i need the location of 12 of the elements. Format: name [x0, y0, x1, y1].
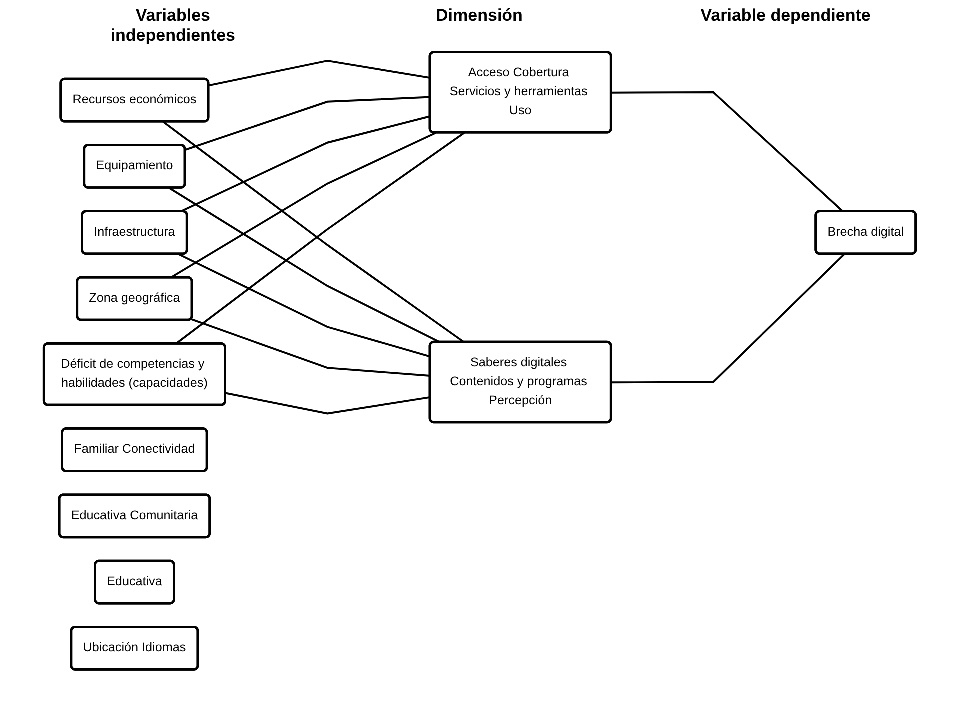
connector [178, 253, 430, 358]
column-heading: Variables independientes [110, 6, 236, 46]
connector [611, 91, 844, 212]
connector [208, 60, 430, 87]
connector [611, 254, 845, 384]
column-heading: Dimensión [435, 6, 524, 27]
connector [184, 96, 430, 151]
connector [224, 392, 430, 415]
column-heading: Variable dependiente [700, 6, 872, 27]
connector [168, 187, 440, 344]
connector [170, 132, 436, 279]
connector [190, 318, 430, 377]
